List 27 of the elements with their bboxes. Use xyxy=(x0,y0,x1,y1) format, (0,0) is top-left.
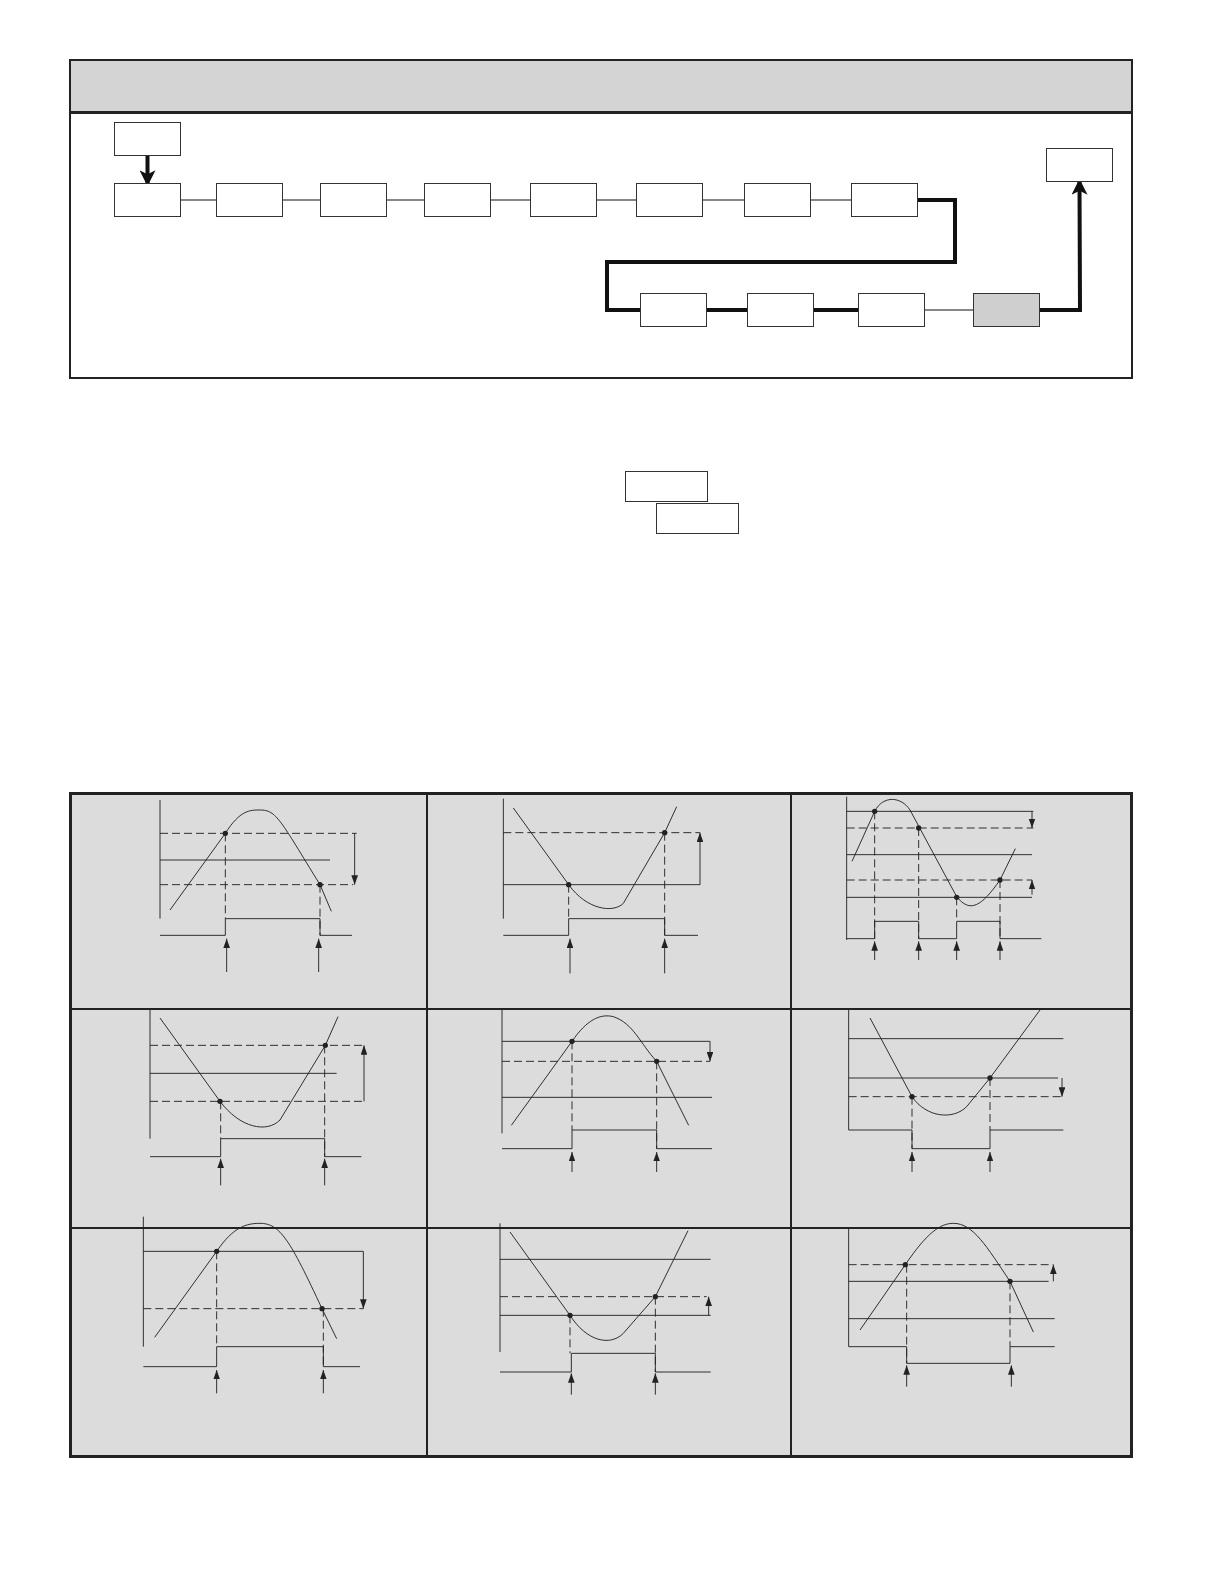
connector-line xyxy=(702,199,745,201)
connector-line xyxy=(282,199,321,201)
connector-line xyxy=(924,309,974,311)
menu-box xyxy=(216,183,283,217)
menu-box xyxy=(114,183,181,217)
menu-box xyxy=(640,293,707,327)
connector-line xyxy=(386,199,425,201)
highlighted-box xyxy=(973,293,1040,327)
connector-line xyxy=(596,199,637,201)
connector-line xyxy=(605,198,957,312)
connector-line xyxy=(180,199,217,201)
menu-box xyxy=(1046,148,1113,182)
menu-box xyxy=(747,293,814,327)
menu-box xyxy=(320,183,387,217)
connector-line xyxy=(814,308,858,312)
menu-box xyxy=(851,183,918,217)
menu-box xyxy=(625,471,708,502)
menu-box xyxy=(858,293,925,327)
connector-line xyxy=(707,308,747,312)
menu-box xyxy=(744,183,811,217)
menu-box xyxy=(656,503,739,534)
connector-line xyxy=(810,199,852,201)
connector-line xyxy=(490,199,531,201)
menu-box xyxy=(114,122,181,156)
menu-box xyxy=(636,183,703,217)
menu-box xyxy=(530,183,597,217)
menu-box xyxy=(424,183,491,217)
